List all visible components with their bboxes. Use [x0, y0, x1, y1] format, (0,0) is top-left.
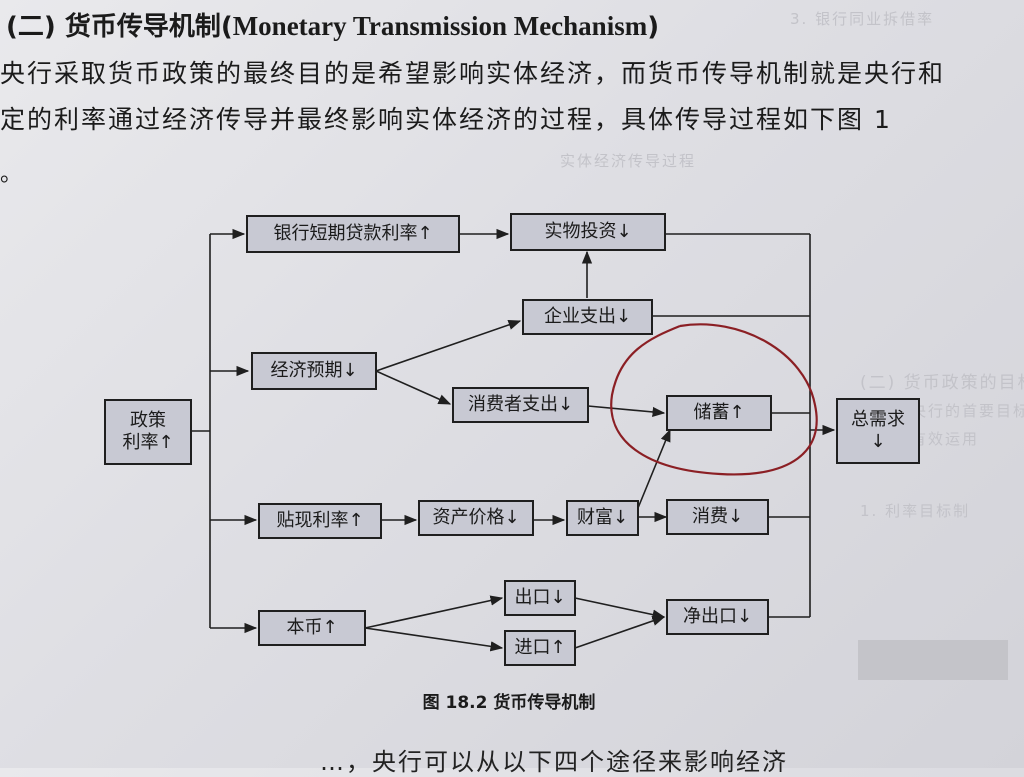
heading-en: Monetary Transmission Mechanism [232, 11, 648, 41]
highlight-circle [610, 323, 818, 476]
node-discount-rate: 贴现利率↑ [258, 503, 382, 539]
node-physical-investment: 实物投资↓ [510, 213, 666, 251]
ghost-text: (二) 货币政策的目标 [860, 373, 1024, 393]
node-domestic-currency: 本币↑ [258, 610, 366, 646]
node-net-exports: 净出口↓ [666, 599, 769, 635]
node-wealth: 财富↓ [566, 500, 639, 536]
ghost-text: 3. 银行同业拆借率 [790, 10, 935, 28]
node-consumption: 消费↓ [666, 499, 769, 535]
node-consumer-spending: 消费者支出↓ [452, 387, 589, 423]
node-savings: 储蓄↑ [666, 395, 772, 431]
node-economic-expectations: 经济预期↓ [251, 352, 377, 390]
arrow [364, 595, 504, 629]
arrow [574, 597, 666, 620]
bottom-text-fragment: …，央行可以从以下四个途径来影响经济 [320, 748, 788, 776]
paragraph-line-1: 央行采取货币政策的最终目的是希望影响实体经济，而货币传导机制就是央行和 [0, 59, 946, 88]
figure-caption: 图 18.2 货币传导机制 [422, 693, 596, 713]
node-corporate-spending: 企业支出↓ [522, 299, 653, 335]
arrow [637, 428, 671, 509]
node-exports: 出口↓ [504, 580, 576, 616]
node-imports: 进口↑ [504, 630, 576, 666]
node-policy-rate: 政策 利率↑ [104, 399, 192, 465]
ghost-text: 1. 利率目标制 [860, 502, 971, 520]
paragraph-line-3: 。 [0, 162, 25, 187]
node-asset-price: 资产价格↓ [418, 500, 534, 536]
heading-zh: (二) 货币传导机制( [6, 12, 233, 42]
section-heading: (二) 货币传导机制(Monetary Transmission Mechani… [6, 6, 659, 43]
paragraph-line-2: 定的利率通过经济传导并最终影响实体经济的过程，具体传导过程如下图 1 [0, 105, 892, 134]
arrow [364, 627, 504, 652]
gray-block [858, 640, 1008, 680]
arrow [375, 370, 452, 405]
arrow [574, 615, 666, 649]
heading-close: ) [647, 12, 660, 42]
arrow [587, 405, 666, 418]
node-aggregate-demand: 总需求 ↓ [836, 398, 920, 464]
node-bank-loan-rate: 银行短期贷款利率↑ [246, 215, 460, 253]
arrow [375, 319, 522, 372]
ghost-text: 实体经济传导过程 [560, 152, 697, 170]
